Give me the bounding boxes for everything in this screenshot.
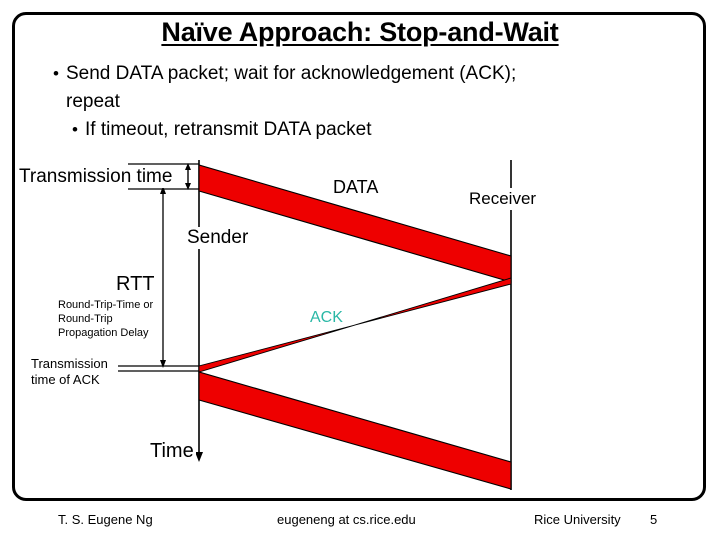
- rtt-description-line-2: Round-Trip: [58, 313, 113, 325]
- tx-ack-line-2: time of ACK: [31, 372, 100, 387]
- bullet-marker-icon: •: [53, 64, 59, 83]
- slide-footer: T. S. Eugene Ng eugeneng at cs.rice.edu …: [0, 508, 720, 532]
- bullet-item-1: • Send DATA packet; wait for acknowledge…: [46, 60, 686, 87]
- ack-packet-label: ACK: [310, 309, 343, 326]
- page-title: Naïve Approach: Stop-and-Wait: [161, 17, 559, 47]
- bullet-item-1-label: Send DATA packet; wait for acknowledgeme…: [66, 63, 517, 84]
- time-axis-label: Time: [148, 440, 196, 463]
- bullet-marker-icon: •: [72, 120, 78, 139]
- bullet-item-2: • If timeout, retransmit DATA packet: [65, 116, 686, 143]
- footer-author: T. S. Eugene Ng: [58, 512, 153, 527]
- sender-label: Sender: [184, 227, 252, 249]
- time-axis-arrowhead-icon: [195, 452, 203, 462]
- rtt-arrowhead-down-icon: [160, 360, 166, 368]
- transmission-time-arrowhead-up-icon: [185, 163, 191, 170]
- receiver-label: Receiver: [466, 188, 540, 209]
- footer-organization: Rice University: [534, 512, 621, 527]
- transmission-time-of-ack-label: Transmission time of ACK: [30, 356, 109, 388]
- rtt-label: RTT: [114, 273, 157, 296]
- data-packet-band-2: [198, 371, 512, 490]
- bullet-item-2-label: If timeout, retransmit DATA packet: [85, 119, 372, 140]
- transmission-time-label: Transmission time: [17, 166, 175, 188]
- bullet-list: • Send DATA packet; wait for acknowledge…: [46, 60, 686, 143]
- tx-ack-line-1: Transmission: [31, 356, 108, 371]
- bullet-item-1-continued: repeat: [46, 88, 686, 115]
- rtt-description-line-3: Propagation Delay: [58, 327, 149, 339]
- rtt-arrowhead-up-icon: [160, 186, 166, 194]
- footer-email: eugeneng at cs.rice.edu: [277, 512, 416, 527]
- rtt-description-line-1: Round-Trip-Time or: [58, 299, 154, 311]
- bullet-item-1-continuation-label: repeat: [66, 91, 120, 112]
- rtt-description: Round-Trip-Time or Round-Trip Propagatio…: [57, 298, 155, 340]
- footer-page-number: 5: [650, 512, 658, 527]
- transmission-time-arrowhead-down-icon: [185, 183, 191, 190]
- data-packet-label: DATA: [331, 177, 381, 198]
- ack-packet-band: [198, 277, 512, 373]
